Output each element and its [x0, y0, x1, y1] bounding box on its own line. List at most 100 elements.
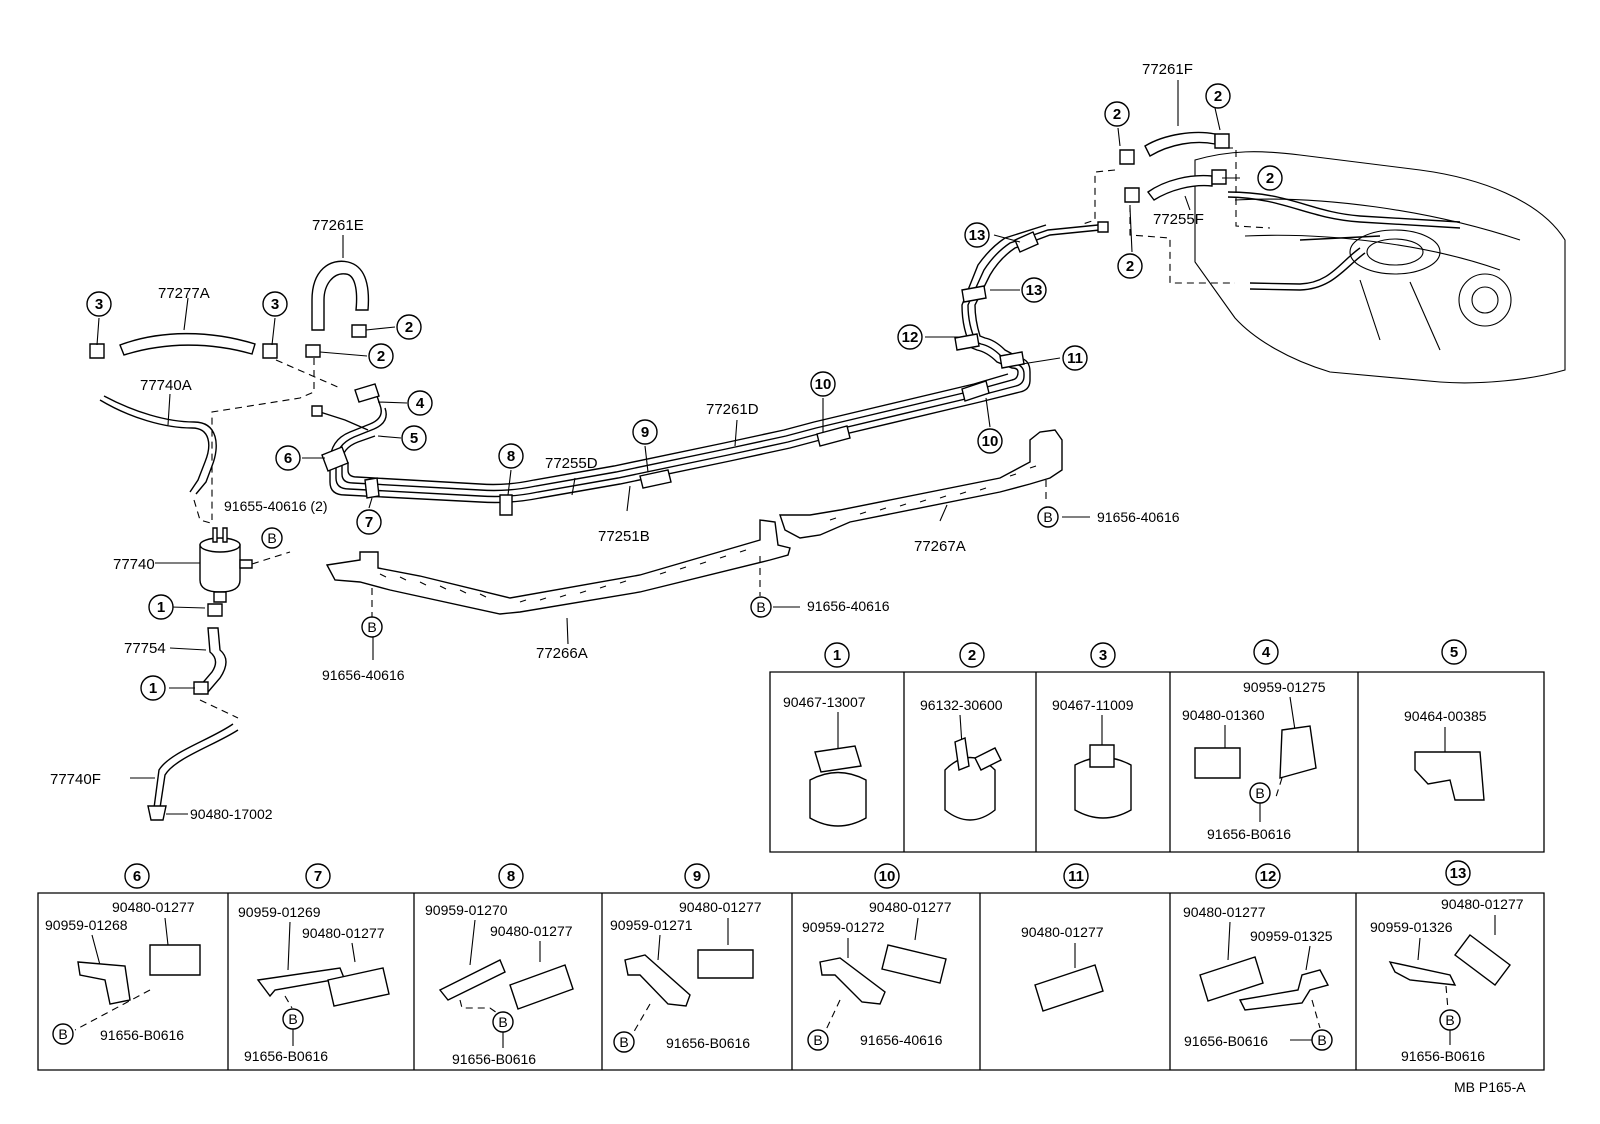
svg-text:12: 12: [902, 329, 919, 346]
svg-text:3: 3: [271, 296, 279, 313]
label-77261F: 77261F: [1142, 61, 1193, 78]
part-labels: 77261F 77255F 77261E 77277A 77740A 77261…: [50, 61, 1204, 822]
clamp-icon: [262, 343, 278, 359]
callout-7: 7: [356, 509, 382, 535]
detail-box-12: 12 90480-01277 90959-01325 B 91656-B0616: [1183, 863, 1333, 1051]
label-77261E: 77261E: [312, 217, 364, 234]
bracket-icon: [1238, 969, 1330, 1011]
svg-text:91656-B0616: 91656-B0616: [1401, 1048, 1485, 1064]
svg-text:2: 2: [1266, 170, 1274, 187]
clamp-icon: [305, 344, 321, 358]
callout-2: 2: [396, 314, 422, 340]
hose-77261F: [1144, 131, 1216, 157]
svg-text:91656-B0616: 91656-B0616: [100, 1027, 184, 1043]
bracket-icon: [77, 961, 131, 1005]
svg-text:5: 5: [410, 430, 418, 447]
callout-5: 5: [401, 425, 427, 451]
bracket-icon: [819, 957, 886, 1005]
clip-icon: [1454, 934, 1511, 986]
svg-text:B: B: [813, 1032, 822, 1048]
callout-6: 6: [275, 445, 301, 471]
svg-text:90480-01360: 90480-01360: [1182, 707, 1265, 723]
clip-icon: [327, 967, 390, 1007]
bracket-icon: [1279, 725, 1317, 779]
svg-text:90480-01277: 90480-01277: [1183, 904, 1266, 920]
svg-text:90959-01269: 90959-01269: [238, 904, 321, 920]
label-91656-40616: 91656-40616: [1097, 509, 1180, 525]
svg-text:2: 2: [377, 348, 385, 365]
svg-text:B: B: [498, 1014, 507, 1030]
label-77251B: 77251B: [598, 528, 650, 545]
label-77740: 77740: [113, 556, 155, 573]
svg-text:91656-B0616: 91656-B0616: [452, 1051, 536, 1067]
svg-text:B: B: [1317, 1032, 1326, 1048]
svg-text:11: 11: [1067, 350, 1083, 367]
svg-text:91656-B0616: 91656-B0616: [1184, 1033, 1268, 1049]
detail-box-6: 6 90480-01277 90959-01268 B 91656-B0616: [45, 863, 201, 1045]
label-77740A: 77740A: [140, 377, 192, 394]
callout-12: 12: [897, 324, 923, 350]
callout-4: 4: [407, 390, 433, 416]
svg-text:2: 2: [1126, 258, 1134, 275]
svg-text:B: B: [1445, 1012, 1454, 1028]
label-77267A: 77267A: [914, 538, 966, 555]
charcoal-canister-77740: [199, 527, 253, 603]
clip-icon: [1414, 751, 1485, 801]
clamp-icon: [207, 603, 223, 617]
callout-8: 8: [498, 443, 524, 469]
svg-text:90480-01277: 90480-01277: [490, 923, 573, 939]
hose-clamp-icon: [809, 771, 867, 827]
detail-row-1: 1 90467-13007 2 96132-30600 3 90467-1100…: [769, 639, 1545, 853]
svg-text:B: B: [619, 1034, 628, 1050]
label-77255D: 77255D: [545, 455, 598, 472]
callout-b: B: [361, 616, 383, 638]
svg-text:12: 12: [1260, 868, 1277, 885]
callout-2: 2: [1117, 253, 1143, 279]
label-77740F: 77740F: [50, 771, 101, 788]
detail-box-4: 4 90959-01275 90480-01360 B 91656-B0616: [1182, 639, 1326, 842]
svg-text:90467-13007: 90467-13007: [783, 694, 866, 710]
clip-icon: [881, 944, 947, 984]
svg-text:90480-01277: 90480-01277: [679, 899, 762, 915]
svg-text:90480-01277: 90480-01277: [302, 925, 385, 941]
svg-text:90480-01277: 90480-01277: [112, 899, 195, 915]
hose-77277A: [119, 332, 256, 356]
fuel-tank: [1194, 151, 1566, 384]
svg-text:2: 2: [1214, 88, 1222, 105]
hose-77740A: [99, 399, 210, 493]
svg-text:B: B: [1255, 785, 1264, 801]
svg-text:91656-B0616: 91656-B0616: [1207, 826, 1291, 842]
svg-text:96132-30600: 96132-30600: [920, 697, 1003, 713]
bracket-icon: [256, 967, 345, 998]
grommet-90480-17002: [147, 805, 167, 821]
hose-77261E: [311, 260, 370, 331]
svg-text:90959-01272: 90959-01272: [802, 919, 885, 935]
clip-icon: [1034, 964, 1104, 1012]
label-77255F: 77255F: [1153, 211, 1204, 228]
svg-text:4: 4: [416, 395, 425, 412]
clip-icon: [1194, 747, 1241, 779]
detail-box-10: 10 90480-01277 90959-01272 B 91656-40616: [802, 863, 952, 1051]
svg-text:9: 9: [693, 868, 701, 885]
detail-box-9: 9 90480-01277 90959-01271 B 91656-B0616: [610, 863, 762, 1053]
svg-text:11: 11: [1068, 868, 1084, 885]
bracket-icon: [438, 959, 506, 1001]
clamp-icon: [193, 681, 209, 695]
svg-text:5: 5: [1450, 644, 1458, 661]
detail-box-13: 13 90480-01277 90959-01326 B 91656-B0616: [1370, 860, 1524, 1064]
callout-9: 9: [632, 419, 658, 445]
leader-lines: [96, 80, 1240, 815]
svg-text:7: 7: [365, 514, 373, 531]
callout-1: 1: [140, 675, 166, 701]
svg-text:90464-00385: 90464-00385: [1404, 708, 1487, 724]
callout-2: 2: [1257, 165, 1283, 191]
clip-icon: [1199, 956, 1264, 1002]
svg-text:9: 9: [641, 424, 649, 441]
label-91656-40616: 91656-40616: [807, 598, 890, 614]
svg-text:2: 2: [405, 319, 413, 336]
svg-text:B: B: [58, 1026, 67, 1042]
callout-10: 10: [810, 371, 836, 397]
detail-box-5: 5 90464-00385: [1404, 639, 1487, 801]
label-91656-40616: 91656-40616: [322, 667, 405, 683]
